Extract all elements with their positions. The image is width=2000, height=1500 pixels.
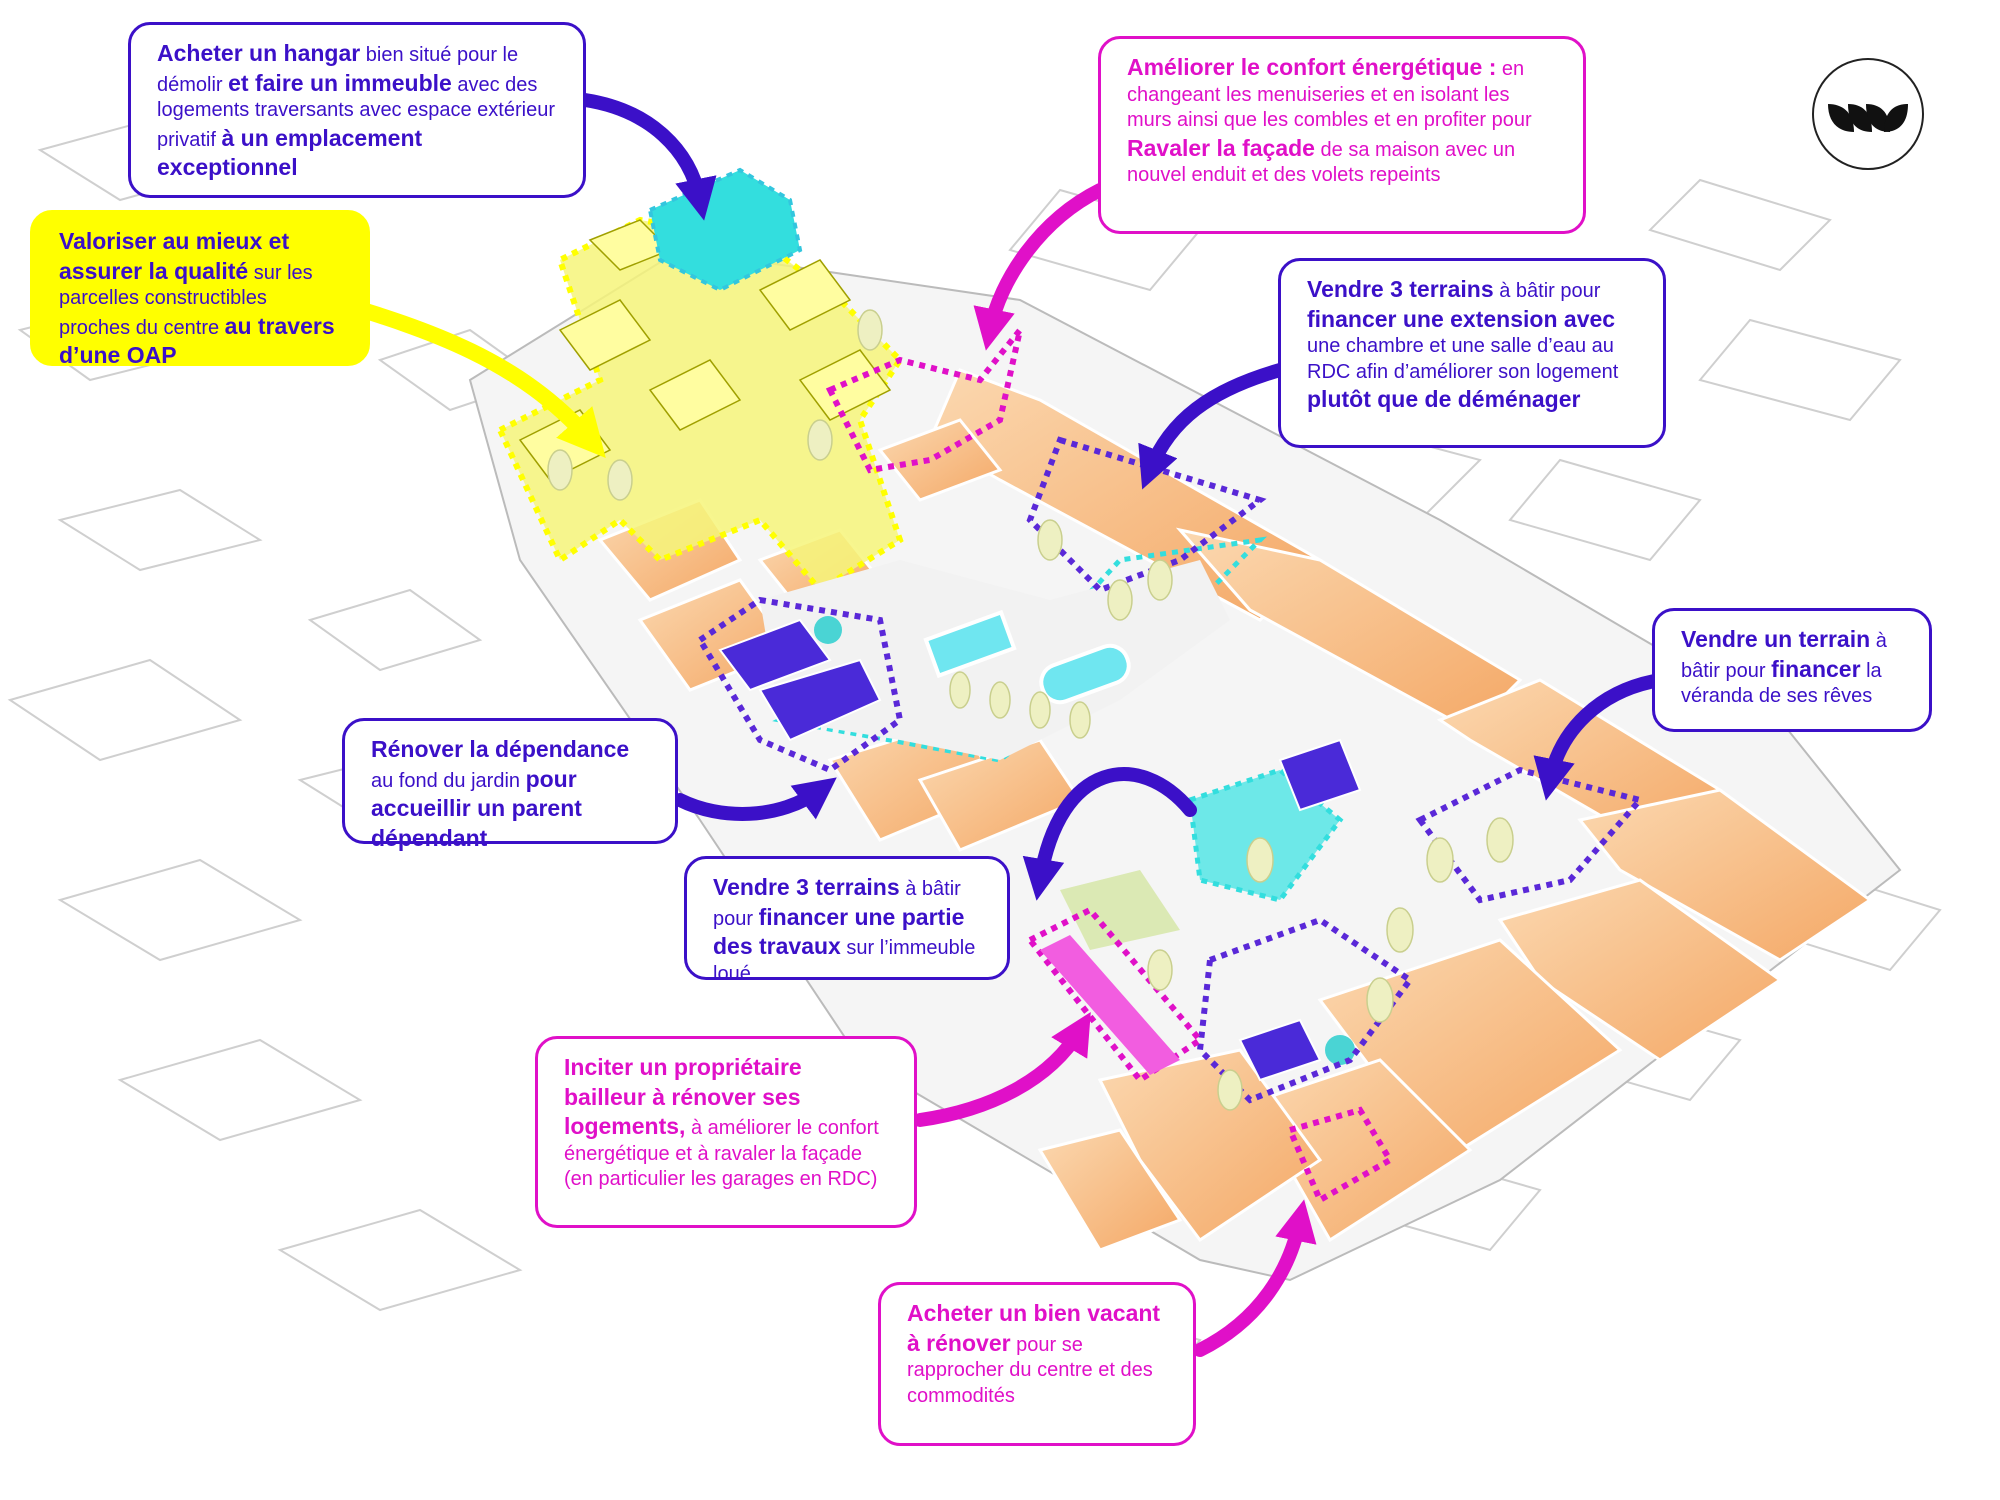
- callout-extension: Vendre 3 terrains à bâtir pour financer …: [1278, 258, 1666, 448]
- purple-parcels: [695, 436, 1646, 1104]
- callout-text-segment: financer: [1771, 655, 1861, 682]
- callout-text-segment: à bâtir pour: [713, 878, 961, 930]
- callout-text-segment: sur les parcelles constructibles proches…: [59, 261, 313, 339]
- logo: [1812, 58, 1924, 170]
- callout-dependance: Rénover la dépendance au fond du jardin …: [342, 718, 678, 851]
- callout-text-segment: Ravaler la façade: [1127, 134, 1315, 161]
- callout-text-segment: Acheter un bien vacant à rénover: [907, 1300, 1161, 1356]
- callout-text-segment: la véranda de ses rêves: [1681, 659, 1882, 708]
- callout-text-segment: pour accueillir un parent dépendant: [371, 765, 582, 851]
- trees: [547, 309, 1514, 1111]
- callout-text-segment: une chambre et une salle d’eau au RDC af…: [1307, 335, 1619, 383]
- three-leaves-logo-icon: [1828, 104, 1908, 132]
- callout-hangar: Acheter un hangar bien situé pour le dém…: [128, 22, 586, 198]
- callout-text-segment: et faire un immeuble: [228, 69, 452, 96]
- arrow-hangar: [578, 93, 717, 221]
- callout-text-segment: Vendre 3 terrains: [713, 874, 900, 900]
- callout-confort-energetique: Améliorer le confort énergétique : en ch…: [1098, 36, 1586, 234]
- callout-text-segment: avec des logements traversants avec espa…: [157, 73, 555, 151]
- callout-vacant: Acheter un bien vacant à rénover pour se…: [878, 1282, 1196, 1446]
- arrow-confort: [973, 183, 1107, 351]
- callout-text-segment: plutôt que de déménager: [1307, 386, 1581, 413]
- callout-text-segment: pour se rapprocher du centre et des comm…: [907, 1333, 1153, 1407]
- magenta-parcels: [825, 328, 1395, 1205]
- arrow-travaux: [1022, 767, 1197, 901]
- arrow-veranda: [1533, 673, 1667, 801]
- callout-text-segment: à bâtir pour: [1681, 630, 1887, 682]
- callout-text-segment: à un emplacement exceptionnel: [157, 124, 423, 181]
- callout-text-segment: Valoriser au mieux et assurer la qualité: [59, 228, 290, 284]
- callout-text-segment: Vendre un terrain: [1681, 626, 1871, 652]
- callout-valoriser-oap: Valoriser au mieux et assurer la qualité…: [30, 210, 370, 369]
- callout-text-segment: sur l’immeuble loué: [713, 937, 976, 985]
- callout-text-segment: en changeant les menuiseries et en isola…: [1127, 58, 1532, 132]
- callout-text-segment: Rénover la dépendance: [371, 736, 630, 762]
- arrow-dependance: [673, 777, 837, 821]
- callout-travaux: Vendre 3 terrains à bâtir pour financer …: [684, 856, 1010, 985]
- callout-text-segment: financer une extension avec: [1307, 305, 1616, 332]
- roof-rows: [597, 368, 1873, 1252]
- callout-text-segment: Inciter un propriétaire bailleur à rénov…: [564, 1054, 802, 1140]
- purple-buildings: [718, 618, 1362, 1082]
- callout-text-segment: financer une partie des travaux: [713, 903, 965, 960]
- callout-text-segment: de sa maison avec un nouvel enduit et de…: [1127, 138, 1516, 187]
- callout-veranda: Vendre un terrain à bâtir pour financer …: [1652, 608, 1932, 732]
- callout-text-segment: Vendre 3 terrains: [1307, 276, 1494, 302]
- callout-text-segment: à améliorer le confort énergétique et à …: [564, 1117, 879, 1191]
- arrow-bailleur: [913, 1011, 1091, 1127]
- oap-zone: [496, 216, 904, 594]
- callout-bailleur: Inciter un propriétaire bailleur à rénov…: [535, 1036, 917, 1228]
- arrow-extension: [1138, 363, 1287, 490]
- magenta-building: [1040, 935, 1180, 1075]
- callout-text-segment: à bâtir pour: [1493, 280, 1601, 302]
- callout-text-segment: au travers d’une OAP: [59, 312, 335, 369]
- arrows: [322, 93, 1667, 1357]
- callout-text-segment: Améliorer le confort énergétique :: [1127, 54, 1497, 80]
- callout-text-segment: Acheter un hangar: [157, 40, 361, 66]
- arrow-vacant: [1193, 1199, 1317, 1357]
- callout-text-segment: bien situé pour le démolir: [157, 44, 519, 96]
- callout-text-segment: au fond du jardin: [371, 769, 526, 792]
